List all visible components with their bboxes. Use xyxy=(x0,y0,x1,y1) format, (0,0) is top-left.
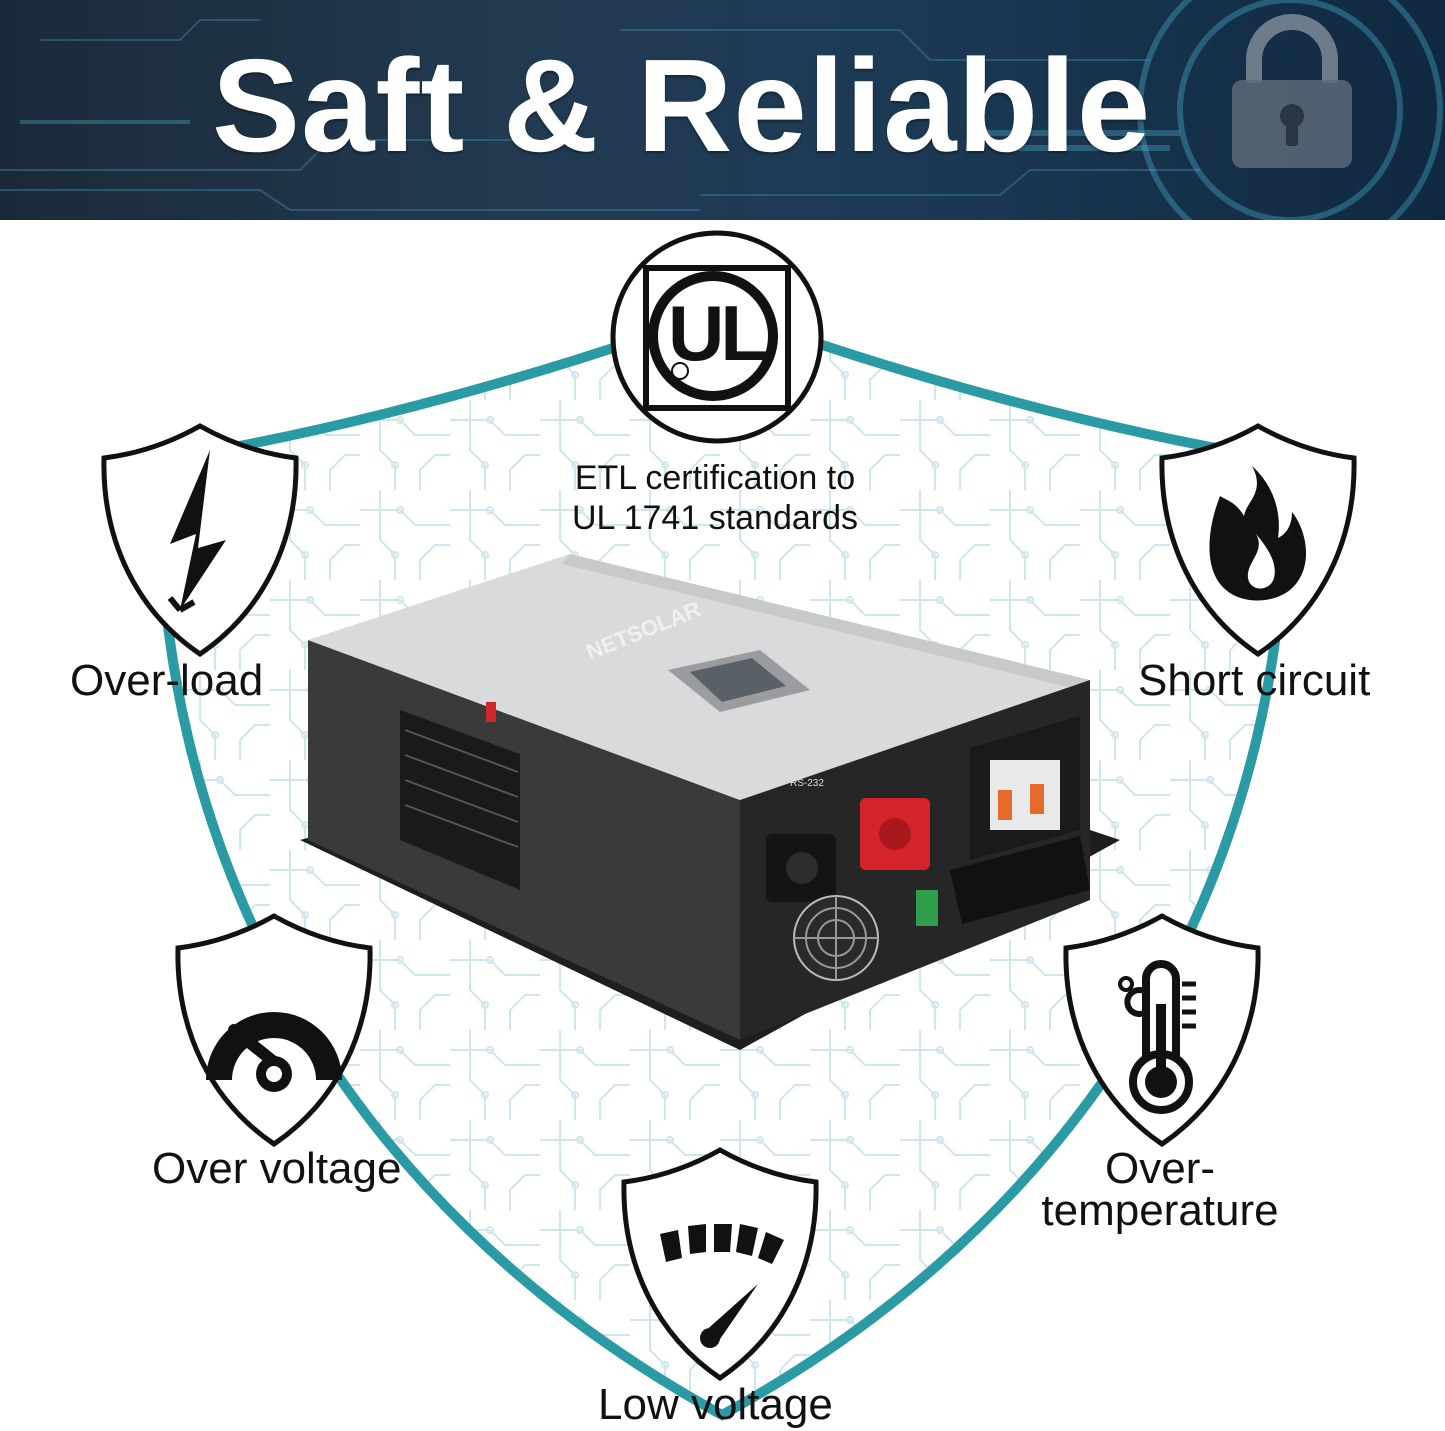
thermometer-icon xyxy=(1118,960,1196,1114)
caption-line-1: ETL certification to xyxy=(574,459,856,497)
low-voltage-badge xyxy=(618,1146,822,1387)
overload-badge xyxy=(98,422,302,663)
over-temperature-line-1: Over- xyxy=(1105,1144,1215,1193)
low-voltage-label: Low voltage xyxy=(598,1380,833,1429)
caption-line-2: UL 1741 standards xyxy=(571,499,859,537)
gauge-icon xyxy=(206,1012,342,1092)
over-temperature-badge xyxy=(1060,912,1264,1153)
certification-caption: ETL certification to UL 1741 standards xyxy=(520,458,910,538)
ul-logo-text: UL xyxy=(668,289,768,377)
header-banner: Saft & Reliable xyxy=(0,0,1445,220)
over-temperature-line-2: temperature xyxy=(1041,1186,1279,1235)
ul-certification-badge: UL xyxy=(608,228,826,451)
rs232-port-label: RS-232 xyxy=(790,778,824,789)
over-voltage-badge xyxy=(172,912,376,1153)
lightning-bolt-icon xyxy=(170,450,226,610)
circuit-pattern xyxy=(0,0,1443,220)
banner-title: Saft & Reliable xyxy=(212,32,1152,179)
short-circuit-badge xyxy=(1156,422,1360,663)
over-temperature-label: Over- temperature xyxy=(1030,1144,1290,1235)
inverter-product-image: NETSOLAR RS-232 xyxy=(300,554,1120,1050)
flame-icon xyxy=(1209,466,1307,601)
over-voltage-label: Over voltage xyxy=(152,1144,402,1193)
low-gauge-icon xyxy=(660,1224,784,1348)
short-circuit-label: Short circuit xyxy=(1138,656,1371,705)
overload-label: Over-load xyxy=(70,656,264,705)
lock-icon xyxy=(1232,14,1352,168)
